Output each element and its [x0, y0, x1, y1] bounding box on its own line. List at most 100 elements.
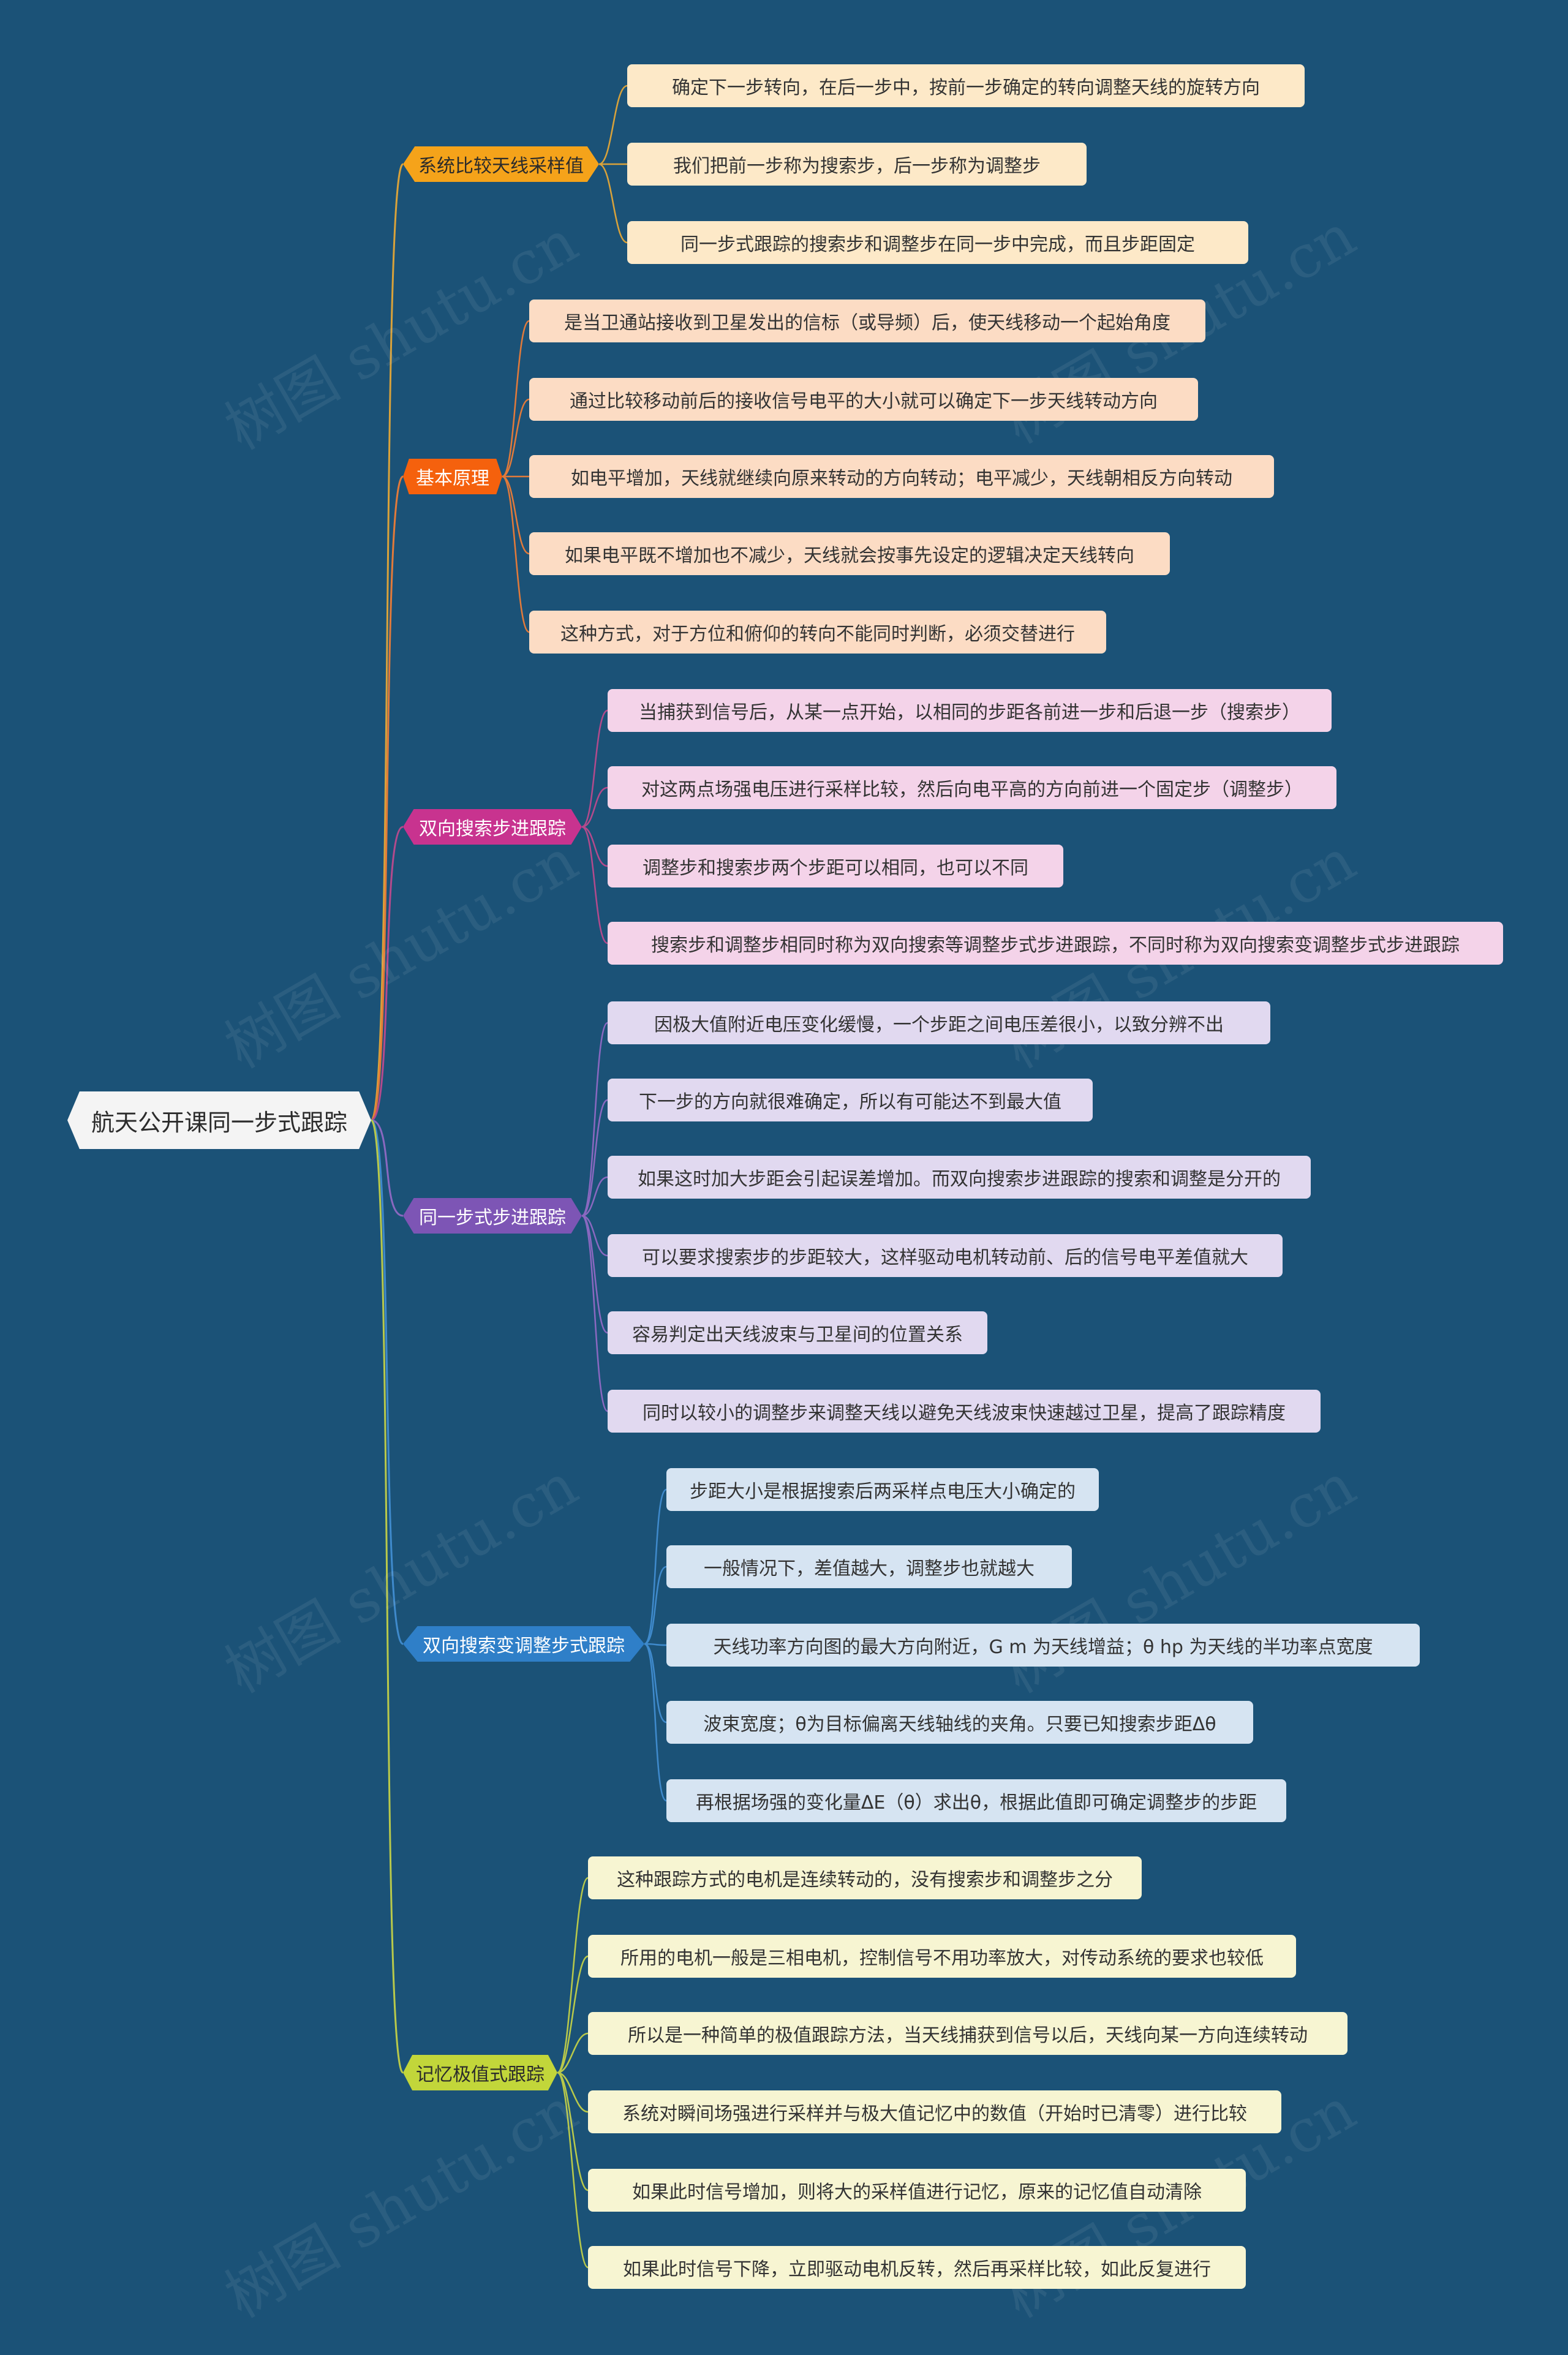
- branch-leaf-link: [644, 1643, 667, 1724]
- leaf-node[interactable]: 如电平增加，天线就继续向原来转动的方向转动；电平减少，天线朝相反方向转动: [529, 455, 1274, 498]
- branch-leaf-link: [581, 1176, 608, 1217]
- leaf-label: 搜索步和调整步相同时称为双向搜索等调整步式步进跟踪，不同时称为双向搜索变调整步式…: [651, 935, 1460, 956]
- branch-leaf-link: [557, 2032, 589, 2074]
- leaf-node[interactable]: 我们把前一步称为搜索步，后一步称为调整步: [627, 143, 1087, 186]
- leaf-label: 我们把前一步称为搜索步，后一步称为调整步: [673, 156, 1041, 177]
- leaf-node[interactable]: 调整步和搜索步两个步距可以相同，也可以不同: [608, 845, 1063, 887]
- leaf-label: 通过比较移动前后的接收信号电平的大小就可以确定下一步天线转动方向: [570, 391, 1158, 412]
- root-branch-link: [371, 826, 404, 1121]
- leaf-label: 是当卫通站接收到卫星发出的信标（或导频）后，使天线移动一个起始角度: [564, 312, 1170, 334]
- branch-leaf-link: [644, 1643, 667, 1646]
- leaf-node[interactable]: 这种方式，对于方位和俯仰的转向不能同时判断，必须交替进行: [529, 611, 1106, 654]
- leaf-node[interactable]: 同一步式跟踪的搜索步和调整步在同一步中完成，而且步距固定: [627, 221, 1248, 264]
- leaf-node[interactable]: 系统对瞬间场强进行采样并与极大值记忆中的数值（开始时已清零）进行比较: [588, 2090, 1281, 2133]
- branch-leaf-link: [581, 1215, 608, 1257]
- leaf-label: 如果此时信号下降，立即驱动电机反转，然后再采样比较，如此反复进行: [623, 2259, 1211, 2280]
- branch-leaf-link: [598, 85, 628, 165]
- branch-leaf-link: [644, 1488, 667, 1645]
- leaf-node[interactable]: 一般情况下，差值越大，调整步也就越大: [666, 1545, 1072, 1588]
- branch-node[interactable]: 系统比较天线采样值: [403, 146, 599, 182]
- branch-leaf-link: [581, 1215, 608, 1334]
- leaf-node[interactable]: 所以是一种简单的极值跟踪方法，当天线捕获到信号以后，天线向某一方向连续转动: [588, 2012, 1348, 2055]
- leaf-node[interactable]: 所用的电机一般是三相电机，控制信号不用功率放大，对传动系统的要求也较低: [588, 1935, 1296, 1978]
- leaf-node[interactable]: 搜索步和调整步相同时称为双向搜索等调整步式步进跟踪，不同时称为双向搜索变调整步式…: [608, 922, 1503, 965]
- leaf-label: 容易判定出天线波束与卫星间的位置关系: [632, 1324, 963, 1346]
- leaf-node[interactable]: 是当卫通站接收到卫星发出的信标（或导频）后，使天线移动一个起始角度: [529, 300, 1205, 342]
- leaf-node[interactable]: 当捕获到信号后，从某一点开始，以相同的步距各前进一步和后退一步（搜索步）: [608, 689, 1332, 732]
- root-node[interactable]: 航天公开课同一步式跟踪: [67, 1091, 371, 1149]
- leaf-node[interactable]: 同时以较小的调整步来调整天线以避免天线波束快速越过卫星，提高了跟踪精度: [608, 1390, 1321, 1433]
- leaf-node[interactable]: 下一步的方向就很难确定，所以有可能达不到最大值: [608, 1079, 1093, 1121]
- branch-node[interactable]: 双向搜索步进跟踪: [403, 809, 582, 845]
- leaf-node[interactable]: 步距大小是根据搜索后两采样点电压大小确定的: [666, 1468, 1099, 1511]
- branch-leaf-link: [502, 398, 530, 478]
- branch-node[interactable]: 双向搜索变调整步式跟踪: [403, 1626, 644, 1662]
- branch-leaf-link: [557, 2071, 589, 2269]
- leaf-label: 如果电平既不增加也不减少，天线就会按事先设定的逻辑决定天线转向: [565, 545, 1134, 567]
- leaf-node[interactable]: 可以要求搜索步的步距较大，这样驱动电机转动前、后的信号电平差值就大: [608, 1234, 1283, 1277]
- branch-leaf-link: [557, 2071, 589, 2113]
- leaf-node[interactable]: 如果这时加大步距会引起误差增加。而双向搜索步进跟踪的搜索和调整是分开的: [608, 1156, 1311, 1199]
- branch-label: 双向搜索变调整步式跟踪: [423, 1635, 625, 1657]
- branch-label: 系统比较天线采样值: [418, 156, 584, 177]
- leaf-node[interactable]: 通过比较移动前后的接收信号电平的大小就可以确定下一步天线转动方向: [529, 378, 1198, 421]
- branch-leaf-link: [581, 826, 608, 867]
- branch-leaf-link: [557, 1955, 589, 2074]
- branch-leaf-link: [581, 826, 608, 944]
- leaf-node[interactable]: 如果此时信号增加，则将大的采样值进行记忆，原来的记忆值自动清除: [588, 2169, 1246, 2212]
- branch-label: 记忆极值式跟踪: [416, 2064, 545, 2086]
- leaf-node[interactable]: 因极大值附近电压变化缓慢，一个步距之间电压差很小，以致分辨不出: [608, 1001, 1270, 1044]
- branch-node[interactable]: 基本原理: [403, 459, 502, 494]
- root-label: 航天公开课同一步式跟踪: [91, 1109, 347, 1136]
- leaf-label: 可以要求搜索步的步距较大，这样驱动电机转动前、后的信号电平差值就大: [642, 1247, 1248, 1268]
- leaf-node[interactable]: 如果此时信号下降，立即驱动电机反转，然后再采样比较，如此反复进行: [588, 2246, 1246, 2289]
- root-branch-link: [370, 1119, 404, 1645]
- branch-label: 双向搜索步进跟踪: [419, 818, 566, 840]
- leaf-label: 这种方式，对于方位和俯仰的转向不能同时判断，必须交替进行: [560, 624, 1075, 645]
- branch-leaf-link: [502, 475, 530, 555]
- leaf-node[interactable]: 容易判定出天线波束与卫星间的位置关系: [608, 1311, 987, 1354]
- leaf-label: 如果这时加大步距会引起误差增加。而双向搜索步进跟踪的搜索和调整是分开的: [638, 1169, 1281, 1190]
- leaf-label: 系统对瞬间场强进行采样并与极大值记忆中的数值（开始时已清零）进行比较: [622, 2103, 1247, 2125]
- branch-leaf-link: [644, 1566, 667, 1645]
- branch-leaf-link: [581, 1215, 608, 1412]
- branch-node[interactable]: 同一步式步进跟踪: [403, 1198, 582, 1234]
- leaf-node[interactable]: 对这两点场强电压进行采样比较，然后向电平高的方向前进一个固定步（调整步）: [608, 766, 1336, 809]
- branch-leaf-link: [581, 1099, 608, 1217]
- leaf-label: 同时以较小的调整步来调整天线以避免天线波束快速越过卫星，提高了跟踪精度: [643, 1403, 1286, 1424]
- branch-leaf-link: [557, 2071, 589, 2191]
- leaf-label: 调整步和搜索步两个步距可以相同，也可以不同: [643, 857, 1028, 879]
- leaf-node[interactable]: 天线功率方向图的最大方向附近，G m 为天线增益；θ hp 为天线的半功率点宽度: [666, 1624, 1420, 1667]
- leaf-label: 下一步的方向就很难确定，所以有可能达不到最大值: [639, 1091, 1061, 1113]
- root-branch-link: [371, 1119, 404, 1217]
- leaf-label: 同一步式跟踪的搜索步和调整步在同一步中完成，而且步距固定: [680, 234, 1195, 255]
- branch-leaf-link: [502, 320, 530, 478]
- leaf-node[interactable]: 如果电平既不增加也不减少，天线就会按事先设定的逻辑决定天线转向: [529, 532, 1170, 575]
- leaf-node[interactable]: 这种跟踪方式的电机是连续转动的，没有搜索步和调整步之分: [588, 1856, 1142, 1899]
- branch-leaf-link: [502, 475, 530, 633]
- leaf-label: 步距大小是根据搜索后两采样点电压大小确定的: [690, 1481, 1076, 1502]
- leaf-node[interactable]: 确定下一步转向，在后一步中，按前一步确定的转向调整天线的旋转方向: [627, 64, 1305, 107]
- root-branch-link: [370, 163, 404, 1121]
- leaf-label: 确定下一步转向，在后一步中，按前一步确定的转向调整天线的旋转方向: [672, 77, 1260, 99]
- leaf-label: 所用的电机一般是三相电机，控制信号不用功率放大，对传动系统的要求也较低: [620, 1948, 1264, 1969]
- leaf-label: 这种跟踪方式的电机是连续转动的，没有搜索步和调整步之分: [617, 1869, 1113, 1891]
- branch-label: 基本原理: [416, 468, 489, 489]
- branch-node[interactable]: 记忆极值式跟踪: [403, 2055, 557, 2090]
- root-branch-link: [370, 1119, 404, 2074]
- root-branch-link: [370, 475, 404, 1121]
- branch-leaf-link: [644, 1643, 667, 1802]
- leaf-label: 对这两点场强电压进行采样比较，然后向电平高的方向前进一个固定步（调整步）: [641, 779, 1303, 801]
- leaf-node[interactable]: 再根据场强的变化量ΔE（θ）求出θ，根据此值即可确定调整步的步距: [666, 1779, 1286, 1822]
- leaf-label: 天线功率方向图的最大方向附近，G m 为天线增益；θ hp 为天线的半功率点宽度: [713, 1637, 1373, 1658]
- leaf-label: 一般情况下，差值越大，调整步也就越大: [704, 1558, 1035, 1580]
- branch-label: 同一步式步进跟踪: [419, 1207, 566, 1229]
- leaf-node[interactable]: 波束宽度；θ为目标偏离天线轴线的夹角。只要已知搜索步距Δθ: [666, 1701, 1253, 1744]
- leaf-label: 波束宽度；θ为目标偏离天线轴线的夹角。只要已知搜索步距Δθ: [703, 1714, 1216, 1735]
- leaf-label: 所以是一种简单的极值跟踪方法，当天线捕获到信号以后，天线向某一方向连续转动: [628, 2025, 1308, 2046]
- leaf-label: 如电平增加，天线就继续向原来转动的方向转动；电平减少，天线朝相反方向转动: [571, 468, 1232, 489]
- leaf-label: 当捕获到信号后，从某一点开始，以相同的步距各前进一步和后退一步（搜索步）: [639, 702, 1300, 723]
- branch-leaf-link: [581, 709, 608, 828]
